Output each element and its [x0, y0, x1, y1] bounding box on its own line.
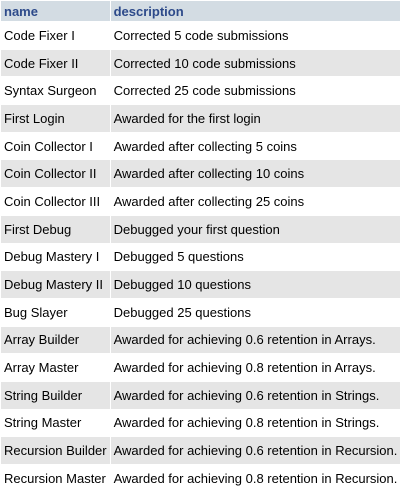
cell-description: Awarded after collecting 25 coins	[110, 188, 401, 215]
cell-description: Awarded for achieving 0.6 retention in A…	[110, 326, 401, 354]
column-header-description[interactable]: description	[110, 1, 401, 21]
cell-name: Array Builder	[1, 326, 110, 354]
cell-description: Corrected 10 code submissions	[110, 49, 401, 77]
cell-name: Coin Collector III	[1, 188, 110, 215]
cell-description: Corrected 25 code submissions	[110, 77, 401, 105]
cell-description: Awarded for achieving 0.8 retention in A…	[110, 354, 401, 381]
cell-name: Code Fixer I	[1, 22, 110, 49]
cell-name: Recursion Master	[1, 465, 110, 492]
cell-description: Debugged 25 questions	[110, 298, 401, 326]
cell-description: Awarded for achieving 0.6 retention in S…	[110, 381, 401, 409]
cell-name: Bug Slayer	[1, 298, 110, 326]
cell-description: Awarded for the first login	[110, 105, 401, 132]
cell-name: Syntax Surgeon	[1, 77, 110, 105]
cell-description: Corrected 5 code submissions	[110, 22, 401, 49]
cell-name: Recursion Builder	[1, 437, 110, 464]
cell-name: String Master	[1, 409, 110, 437]
cell-description: Awarded for achieving 0.8 retention in S…	[110, 409, 401, 437]
header-row: name description	[1, 1, 401, 21]
cell-description: Awarded after collecting 5 coins	[110, 132, 401, 160]
cell-name: Coin Collector I	[1, 132, 110, 160]
cell-description: Awarded after collecting 10 coins	[110, 160, 401, 188]
cell-name: Code Fixer II	[1, 49, 110, 77]
cell-description: Awarded for achieving 0.8 retention in R…	[110, 465, 401, 492]
table-header: name description	[1, 1, 401, 21]
cell-name: Coin Collector II	[1, 160, 110, 188]
cell-description: Awarded for achieving 0.6 retention in R…	[110, 437, 401, 464]
column-header-name[interactable]: name	[1, 1, 110, 21]
cell-name: Debug Mastery II	[1, 271, 110, 298]
cell-description: Debugged 5 questions	[110, 243, 401, 271]
cell-name: Debug Mastery I	[1, 243, 110, 271]
cell-name: First Login	[1, 105, 110, 132]
cell-name: String Builder	[1, 381, 110, 409]
cell-description: Debugged your first question	[110, 215, 401, 243]
cell-name: First Debug	[1, 215, 110, 243]
cell-name: Array Master	[1, 354, 110, 381]
cell-description: Debugged 10 questions	[110, 271, 401, 298]
